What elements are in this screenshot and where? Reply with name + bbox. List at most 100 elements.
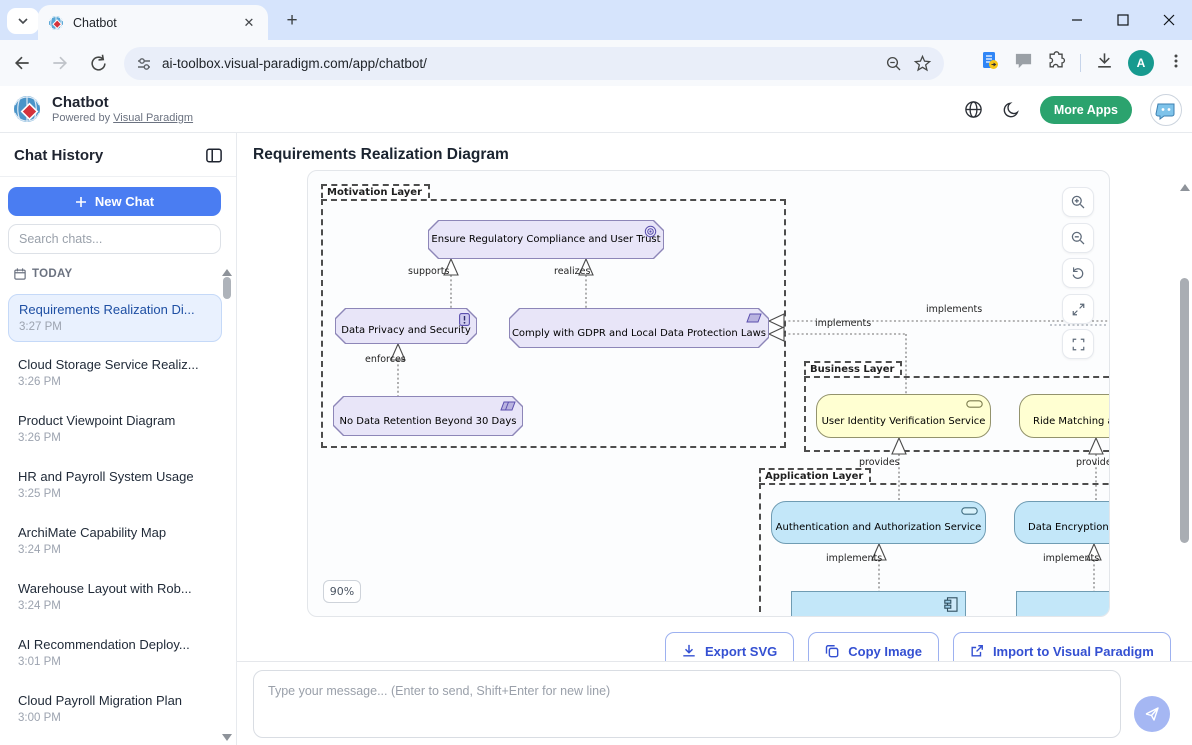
app-service-element[interactable]: Data Encryption a [1014, 501, 1109, 544]
service-icon [961, 507, 978, 515]
relation-label: enforces [365, 354, 406, 365]
toolbar-separator [1080, 54, 1081, 72]
forward-button[interactable] [44, 47, 76, 79]
relation-label: implements [926, 304, 983, 315]
relation-label: provides [1076, 457, 1109, 468]
new-tab-button[interactable]: + [286, 10, 298, 31]
application-layer-label: Application Layer [759, 468, 872, 482]
page-title: Requirements Realization Diagram [253, 146, 509, 163]
copy-icon [826, 645, 839, 658]
plus-icon [75, 196, 86, 207]
chat-item[interactable]: HR and Payroll System Usage 3:25 PM [18, 469, 194, 500]
tab-title: Chatbot [73, 15, 117, 30]
more-apps-button[interactable]: More Apps [1039, 95, 1132, 124]
fullscreen-button[interactable] [1062, 329, 1094, 359]
tab-close-icon[interactable]: ✕ [243, 14, 255, 30]
chat-extension-icon[interactable] [1014, 51, 1033, 75]
zoom-in-button[interactable] [1062, 187, 1094, 217]
powered-by: Powered by Visual Paradigm [52, 112, 194, 124]
toolbar-right-icons: A [980, 46, 1184, 80]
message-input[interactable] [253, 670, 1121, 738]
app-titles: Chatbot Powered by Visual Paradigm [52, 94, 193, 124]
header-right: More Apps [964, 86, 1182, 133]
requirement-element[interactable]: Comply with GDPR and Local Data Protecti… [509, 308, 769, 348]
chat-history-list: Requirements Realization Di... 3:27 PM C… [0, 288, 230, 742]
scrollbar-thumb[interactable] [223, 277, 231, 299]
scrollbar-down-arrow[interactable] [222, 734, 232, 741]
profile-avatar[interactable]: A [1128, 50, 1154, 76]
chat-item[interactable]: Warehouse Layout with Rob... 3:24 PM [18, 581, 192, 612]
language-globe-icon[interactable] [964, 100, 984, 120]
today-section-header: TODAY [14, 268, 73, 280]
chat-history-sidebar: Chat History New Chat TODAY Requirements… [0, 133, 237, 745]
menu-kebab-icon[interactable] [1168, 53, 1184, 74]
extensions-puzzle-icon[interactable] [1047, 51, 1066, 75]
constraint-element[interactable]: No Data Retention Beyond 30 Days [333, 396, 523, 436]
chat-item[interactable]: Product Viewpoint Diagram 3:26 PM [18, 413, 176, 444]
address-bar[interactable]: ai-toolbox.visual-paradigm.com/app/chatb… [124, 47, 944, 80]
diagram-message-card: Motivation Layer Business Layer Applicat… [307, 170, 1110, 617]
chat-item[interactable]: Cloud Storage Service Realiz... 3:26 PM [18, 357, 199, 388]
download-icon [683, 644, 695, 657]
reload-button[interactable] [82, 47, 114, 79]
app-header: Chatbot Powered by Visual Paradigm [0, 86, 1192, 133]
scrollbar-up-arrow[interactable] [222, 269, 232, 276]
fit-to-screen-button[interactable] [1062, 294, 1094, 324]
window-controls [1054, 0, 1192, 40]
chat-item[interactable]: Cloud Payroll Migration Plan 3:00 PM [18, 693, 183, 724]
component-icon [944, 597, 958, 612]
visual-paradigm-logo [14, 96, 40, 122]
visual-paradigm-link[interactable]: Visual Paradigm [113, 112, 194, 124]
window-close-button[interactable] [1146, 0, 1192, 40]
zoom-level-badge: 90% [323, 580, 361, 603]
collapse-sidebar-icon[interactable] [206, 148, 222, 163]
new-chat-button[interactable]: New Chat [8, 187, 221, 216]
search-chats-input[interactable] [8, 224, 221, 254]
business-layer-group [804, 376, 1109, 452]
chat-item[interactable]: ArchiMate Capability Map 3:24 PM [18, 525, 167, 556]
business-layer-label: Business Layer [804, 361, 903, 375]
sidebar-title: Chat History [14, 147, 104, 164]
application-layer-group [759, 483, 1109, 616]
goal-element[interactable]: Ensure Regulatory Compliance and User Tr… [428, 220, 664, 259]
window-maximize-button[interactable] [1100, 0, 1146, 40]
principle-element[interactable]: Data Privacy and Security [335, 308, 477, 344]
app-service-element[interactable]: Authentication and Authorization Service [771, 501, 986, 544]
relation-label: implements [1043, 553, 1100, 564]
scrollbar-up-arrow[interactable] [1179, 184, 1190, 191]
motivation-layer-group [321, 199, 786, 448]
dark-mode-moon-icon[interactable] [1002, 100, 1022, 120]
service-icon [966, 400, 983, 408]
chat-item[interactable]: AI Recommendation Deploy... 3:01 PM [18, 637, 190, 668]
reset-view-button[interactable] [1062, 258, 1094, 288]
visual-paradigm-favicon [49, 15, 63, 30]
toolbar-divider [1050, 324, 1106, 326]
message-composer [237, 661, 1192, 745]
downloads-icon[interactable] [1095, 51, 1114, 75]
calendar-icon [14, 268, 26, 280]
bookmark-star-icon[interactable] [913, 54, 932, 73]
back-button[interactable] [6, 47, 38, 79]
app-component-element[interactable]: User Profile Management Module [791, 591, 966, 616]
page-scrollbar[interactable] [1177, 180, 1192, 655]
zoom-out-button[interactable] [1062, 223, 1094, 253]
chat-item[interactable]: Requirements Realization Di... 3:27 PM [8, 294, 222, 342]
chatbot-avatar[interactable] [1150, 93, 1182, 126]
constraint-icon [500, 401, 516, 411]
business-service-element[interactable]: User Identity Verification Service [816, 394, 991, 438]
send-button[interactable] [1134, 696, 1170, 732]
scrollbar-thumb[interactable] [1180, 278, 1189, 543]
site-info-icon[interactable] [136, 56, 152, 72]
app-component-element[interactable]: Real-Time Locati [1016, 591, 1109, 616]
external-link-icon [971, 645, 983, 657]
business-service-element[interactable]: Ride Matching an [1019, 394, 1109, 438]
browser-tabstrip: Chatbot ✕ + [0, 0, 1192, 40]
window-minimize-button[interactable] [1054, 0, 1100, 40]
tab-search-button[interactable] [7, 8, 39, 34]
sidebar-scrollbar[interactable] [222, 265, 232, 743]
browser-tab-chatbot[interactable]: Chatbot ✕ [38, 5, 268, 40]
docs-extension-icon[interactable] [980, 51, 1000, 76]
url-text[interactable]: ai-toolbox.visual-paradigm.com/app/chatb… [162, 56, 427, 71]
zoom-indicator-icon[interactable] [885, 55, 903, 73]
